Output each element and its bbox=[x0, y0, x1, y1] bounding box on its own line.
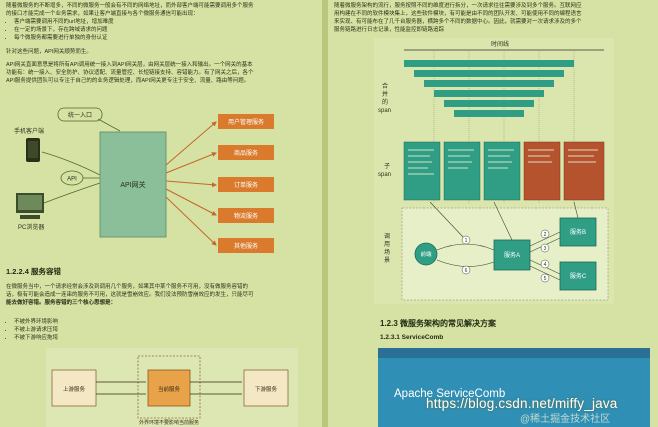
gateway-description: API网关直面意思是将所有API调用统一接入到API网关层，由网关层统一接入和输… bbox=[0, 61, 322, 85]
pc-browser-label: PC浏览器 bbox=[18, 223, 44, 231]
section-title-fault-tolerance: 1.2.2.4 服务容错 bbox=[6, 267, 62, 276]
list-item: 客户端需要调用不同的url地址，增加难度 bbox=[14, 18, 322, 26]
intro-line: 来实现、有可能布在了几千台服务器，横跨多个不同的数据中心。因此，就需要对一次请求… bbox=[334, 19, 582, 25]
list-item: 在一定的场景下，存在跨域请求的问题 bbox=[14, 26, 322, 34]
gateway-intro: 针对这些问题，API网关顺势而生。 bbox=[6, 49, 92, 55]
service-b-box bbox=[559, 217, 597, 247]
entry-node-label: 前端 bbox=[420, 250, 432, 258]
fault-diagram-caption: 外界环境不要影响当前服务 bbox=[139, 419, 199, 426]
problem-list: 客户端需要调用不同的url地址，增加难度 在一定的场景下，存在跨域请求的问题 每… bbox=[0, 18, 322, 42]
intro-line: 用构建在不同的软件模块集上，这些软件模块，有可能是由不同的团队开发、可能使用不同… bbox=[334, 11, 582, 17]
downstream-service-box bbox=[243, 369, 289, 407]
intro-line: 随着微服务架构的流行，服务按照不同的维度进行拆分，一次请求往往需要涉及到多个服务… bbox=[334, 3, 582, 9]
unified-entry-callout: 统一入口 bbox=[57, 107, 121, 132]
subsection-title-servicecomb: 1.2.3.1 ServiceComb bbox=[380, 334, 444, 341]
service-box: 订单服务 bbox=[218, 177, 274, 192]
banner-nav-bar bbox=[378, 348, 650, 358]
service-c-label: 服务C bbox=[570, 272, 587, 280]
service-label: 其他服务 bbox=[234, 242, 258, 250]
service-box: 物流服务 bbox=[218, 208, 274, 223]
service-label: 商品服务 bbox=[234, 149, 258, 157]
intro-line: 的接口才能完成一个业务需求，如果让客户端直接与各个微服务通信可能出现： bbox=[6, 11, 199, 17]
step-number: 1 bbox=[465, 238, 468, 244]
api-gateway-label: API网关 bbox=[120, 180, 145, 189]
parent-span-bar bbox=[404, 60, 574, 117]
fault-desc-line: 在微服务当中，一个请求经常会涉及到调用几个服务，如果其中某个服务不可用，没有做服… bbox=[6, 284, 249, 290]
intro-paragraph: 随着微服务的不断增多，不同的微服务一般会有不同的网络地址，而外部客户端可能需要调… bbox=[0, 0, 322, 18]
phone-client-label: 手机客户端 bbox=[14, 127, 44, 135]
fault-desc-line: 能去做好容错。服务容错的三个核心思想是： bbox=[6, 300, 117, 306]
intro-line: 随着微服务的不断增多，不同的微服务一般会有不同的网络地址，而外部客户端可能需要调… bbox=[6, 3, 254, 9]
list-item: 每个微服务都需要进行单独的身份认证 bbox=[14, 34, 322, 42]
current-service-box bbox=[147, 369, 191, 407]
service-label: 物流服务 bbox=[234, 212, 258, 220]
api-label: API bbox=[67, 177, 77, 183]
list-item: 不被上游请求压垮 bbox=[14, 326, 58, 334]
fault-points-list: 不被外界环境影响 不被上游请求压垮 不被下游响应拖垮 bbox=[0, 318, 58, 342]
service-box: 商品服务 bbox=[218, 145, 274, 160]
intro-line: 服务链路进行日志记录，性能监控即链路追踪 bbox=[334, 27, 445, 33]
child-span-block bbox=[403, 141, 605, 201]
call-scene-label: 调用场景 bbox=[384, 232, 390, 264]
step-number: 3 bbox=[544, 246, 547, 252]
upstream-service-box bbox=[51, 369, 97, 407]
page-gutter bbox=[322, 0, 328, 427]
pc-icon bbox=[16, 193, 44, 219]
banner-title: Apache ServiceComb bbox=[394, 388, 506, 400]
service-box: 用户管理服务 bbox=[218, 114, 274, 129]
timeline-label: 时间线 bbox=[491, 40, 509, 48]
current-service-label: 当前服务 bbox=[158, 385, 181, 393]
environment-boundary bbox=[137, 355, 201, 419]
gateway-diagram: 统一入口 手机客户端 PC浏览器 API API网关 bbox=[14, 107, 274, 253]
step-number: 4 bbox=[544, 262, 547, 268]
list-item: 不被外界环境影响 bbox=[14, 318, 58, 326]
service-label: 用户管理服务 bbox=[228, 118, 264, 126]
unified-entry-label: 统一入口 bbox=[68, 111, 92, 119]
fault-desc-line: 话，极有可能会造成一连串的服务不可用，这就是雪崩效应。我们没法预防雪崩效应的发生… bbox=[6, 292, 254, 298]
servicecomb-banner: Apache ServiceComb bbox=[378, 348, 650, 427]
step-number: 6 bbox=[465, 268, 468, 274]
service-c-box bbox=[559, 261, 597, 291]
gateway-desc-line: 功能有：统一接入、安全防护、协议适配、流量管控、长短链接支持、容错能力。有了网关… bbox=[6, 70, 254, 76]
fault-description: 在微服务当中，一个请求经常会涉及到调用几个服务，如果其中某个服务不可用，没有做服… bbox=[0, 283, 322, 307]
entry-node bbox=[414, 242, 438, 266]
service-a-box bbox=[493, 239, 531, 271]
watermark-faint: @稀土掘金技术社区 bbox=[520, 414, 611, 425]
step-number: 2 bbox=[544, 232, 547, 238]
downstream-service-label: 下游服务 bbox=[255, 385, 278, 393]
fault-tolerance-diagram: 上游服务 当前服务 下游服务 外界环境不要影响当前服务 bbox=[46, 348, 298, 427]
left-document-page: 随着微服务的不断增多，不同的微服务一般会有不同的网络地址，而外部客户端可能需要调… bbox=[0, 0, 322, 427]
gateway-desc-line: API服务提供团队可以专注于自己的的业务逻辑处理，而API网关更专注于安全、流量… bbox=[6, 78, 250, 84]
section-title-solutions: 1.2.3 微服务架构的常见解决方案 bbox=[380, 319, 497, 328]
list-item: 不被下游响应拖垮 bbox=[14, 334, 58, 342]
step-number: 5 bbox=[544, 276, 547, 282]
gateway-desc-line: API网关直面意思是将所有API调用统一接入到API网关层，由网关层统一接入和输… bbox=[6, 62, 253, 68]
service-box: 其他服务 bbox=[218, 238, 274, 253]
phone-icon bbox=[26, 138, 40, 162]
watermark-url: https://blog.csdn.net/miffy_java bbox=[426, 396, 618, 411]
tracing-intro: 随着微服务架构的流行，服务按照不同的维度进行拆分，一次请求往往需要涉及到多个服务… bbox=[328, 0, 658, 34]
service-label: 订单服务 bbox=[234, 181, 258, 189]
service-b-label: 服务B bbox=[570, 228, 586, 236]
api-gateway-box bbox=[99, 131, 167, 238]
upstream-service-label: 上游服务 bbox=[63, 385, 86, 393]
service-a-label: 服务A bbox=[504, 251, 520, 259]
